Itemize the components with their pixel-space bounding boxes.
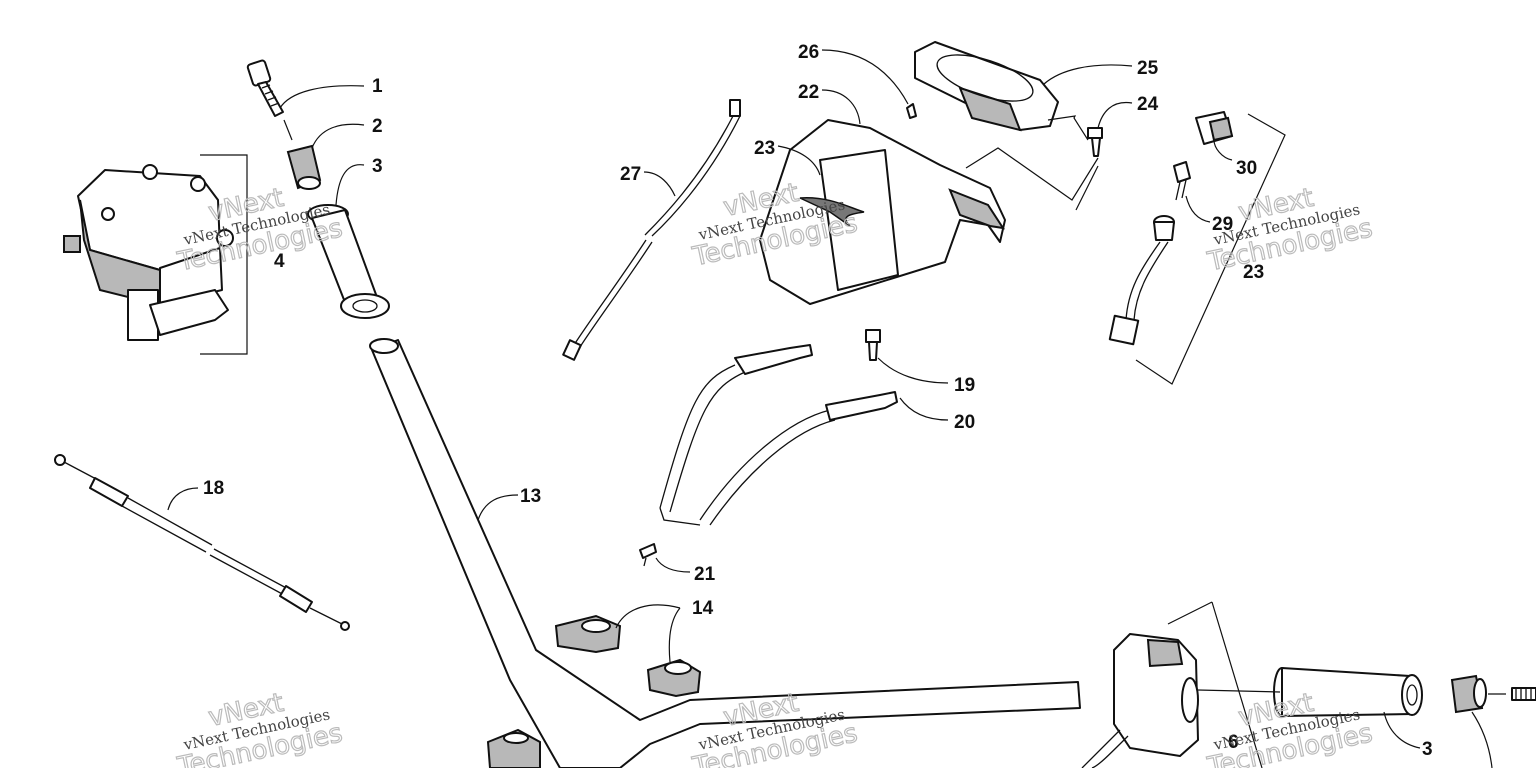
- callout-23-pod: 23: [754, 138, 775, 159]
- callout-24: 24: [1137, 94, 1159, 115]
- part-3-right-grip: [1197, 667, 1423, 717]
- callout-18: 18: [203, 478, 224, 499]
- part-29-key: [1173, 161, 1191, 201]
- part-19-bolt: [865, 329, 881, 361]
- callout-23-harness: 23: [1243, 262, 1264, 283]
- part-23-ignition-harness: [1108, 113, 1286, 385]
- callout-19: 19: [954, 375, 975, 396]
- part-27-speedo-cable: [562, 99, 741, 361]
- part-18-throttle-cable: [54, 454, 350, 631]
- callout-21: 21: [694, 564, 716, 585]
- part-3-left-grip: [307, 204, 390, 319]
- part-2-right-end-cap: [1450, 674, 1487, 714]
- watermark-4: vNext vNext Technologies Technologies: [174, 687, 346, 768]
- part-14-clamps: [486, 614, 702, 768]
- callout-27: 27: [620, 164, 641, 185]
- callout-6: 6: [1228, 732, 1239, 753]
- callout-1: 1: [372, 76, 383, 97]
- part-21-fastener: [639, 543, 657, 567]
- part-26-screw: [906, 103, 917, 119]
- callout-29: 29: [1212, 214, 1233, 235]
- part-22-instrument-pod: [759, 119, 1006, 305]
- callout-30: 30: [1236, 158, 1257, 179]
- part-30-switch-cap: [1195, 111, 1234, 145]
- part-1-right-bolt: [1488, 687, 1536, 701]
- callout-14: 14: [692, 598, 714, 619]
- callout-3-left: 3: [372, 156, 383, 177]
- callout-3-right: 3: [1422, 739, 1433, 760]
- part-13-handlebar: [369, 338, 1081, 768]
- leader-lines: [167, 49, 1493, 768]
- callout-labels: 1 2 3 4 13 18 27 26 22 23 25 24 30 29 23…: [203, 42, 1433, 760]
- part-24-bolt: [1087, 127, 1103, 157]
- callout-20: 20: [954, 412, 975, 433]
- part-20-bracket: [659, 344, 898, 526]
- callout-2: 2: [372, 116, 383, 137]
- callout-26: 26: [798, 42, 819, 63]
- callout-22: 22: [798, 82, 819, 103]
- part-2-end-cap: [286, 144, 322, 190]
- part-4-throttle-housing: [63, 154, 248, 355]
- callout-4: 4: [274, 251, 285, 272]
- callout-13: 13: [520, 486, 541, 507]
- part-25-gauge: [914, 41, 1059, 132]
- part-6-switch-housing: [1081, 601, 1263, 768]
- callout-25: 25: [1137, 58, 1159, 79]
- part-1-bolt: [246, 59, 284, 117]
